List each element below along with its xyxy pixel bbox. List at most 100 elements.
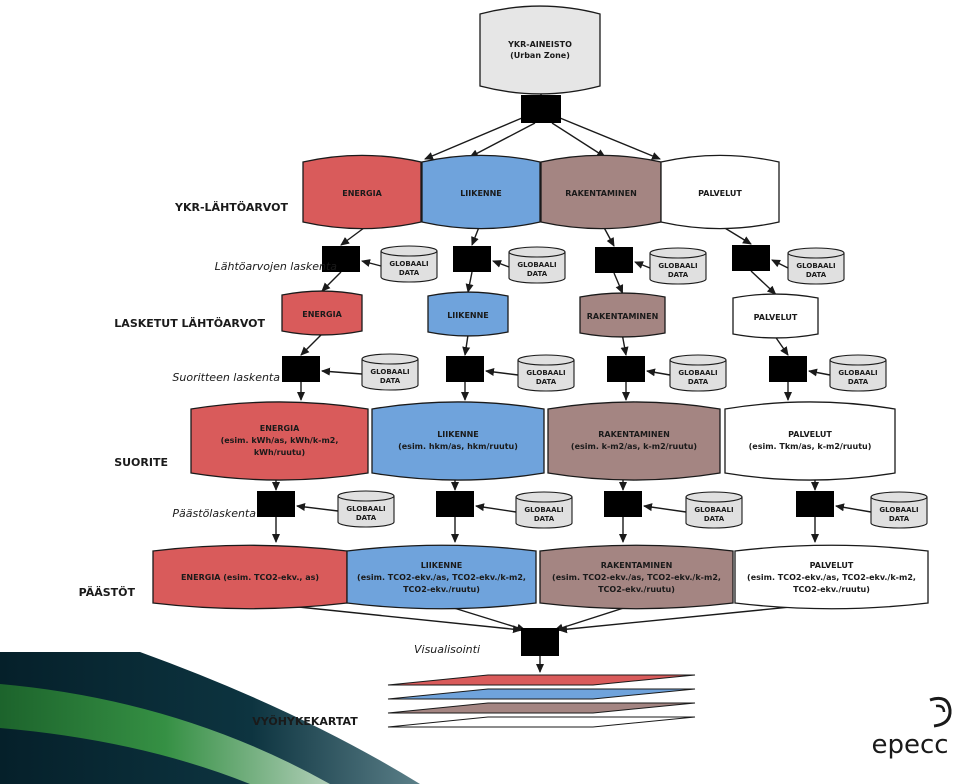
arrow — [296, 502, 339, 512]
global-data-top — [515, 491, 573, 503]
global-data-top — [380, 245, 438, 257]
label-visualisointi: Visualisointi — [414, 643, 480, 656]
zone-map-layer — [387, 702, 696, 714]
process-suorite-rakentaminen — [607, 356, 645, 382]
process-visualisointi — [521, 628, 559, 656]
paastot-line-palvelut: PALVELUT — [810, 561, 854, 570]
arrow — [492, 260, 510, 268]
process-lahto-rakentaminen — [595, 247, 633, 273]
paastot-line-liikenne: TCO2-ekv./ruutu) — [403, 585, 480, 594]
ykr-label-rakentaminen: RAKENTAMINEN — [565, 189, 637, 198]
connector-lines — [259, 86, 872, 673]
process-suorite-palvelut — [769, 356, 807, 382]
laskettu-palvelut — [732, 293, 819, 339]
global-data-line2: DATA — [806, 271, 827, 279]
arrow — [321, 367, 363, 376]
arrow — [808, 368, 831, 377]
suorite-line-rakentaminen: (esim. k-m2/as, k-m2/ruutu) — [571, 442, 697, 451]
arrow — [771, 259, 789, 269]
global-data-top — [669, 354, 727, 366]
suorite-rakentaminen — [547, 401, 721, 481]
ykr-label-energia: ENERGIA — [342, 189, 382, 198]
arrow — [634, 261, 651, 269]
zone-map-layer — [387, 688, 696, 700]
process-suorite-energia — [282, 356, 320, 382]
process-paasto-rakentaminen — [604, 491, 642, 517]
global-data-top — [337, 490, 395, 502]
label-ykr-lahtoarvot: YKR-LÄHTÖARVOT — [174, 200, 288, 214]
global-data-top — [517, 354, 575, 366]
suorite-liikenne — [371, 401, 545, 481]
paastot-line-rakentaminen: (esim. TCO2-ekv./as, TCO2-ekv./k-m2, — [552, 573, 721, 582]
global-data-line1: GLOBAALI — [796, 262, 835, 270]
laskettu-energia — [281, 290, 363, 336]
epecc-logo: epecc — [871, 696, 952, 760]
diagram-nodes: YKR-AINEISTO(Urban Zone)ENERGIAGLOBAALID… — [152, 5, 929, 728]
global-data-top — [508, 246, 566, 258]
global-data-top — [361, 353, 419, 365]
source-title: YKR-AINEISTO — [507, 40, 572, 49]
global-data-line1: GLOBAALI — [678, 369, 717, 377]
process-paasto-energia — [257, 491, 295, 517]
zone-map-layer — [387, 674, 696, 686]
ykr-label-liikenne: LIIKENNE — [460, 189, 502, 198]
process-lahto-energia — [322, 246, 360, 272]
suorite-line-energia: kWh/ruutu) — [254, 448, 305, 457]
suorite-line-energia: (esim. kWh/as, kWh/k-m2, — [221, 436, 339, 445]
logo-text: epecc — [871, 730, 948, 760]
global-data-line1: GLOBAALI — [524, 506, 563, 514]
paastot-line-palvelut: TCO2-ekv./ruutu) — [793, 585, 870, 594]
suorite-line-rakentaminen: RAKENTAMINEN — [598, 430, 670, 439]
label-vyohykekartat: VYÖHYKEKARTAT — [252, 714, 358, 728]
laskettu-label-liikenne: LIIKENNE — [447, 311, 489, 320]
arrow — [469, 122, 536, 158]
global-data-line2: DATA — [688, 378, 709, 386]
process-split — [521, 95, 561, 123]
process-lahto-palvelut — [732, 245, 770, 271]
arrow — [321, 271, 342, 292]
suorite-line-liikenne: LIIKENNE — [437, 430, 479, 439]
global-data-body — [685, 497, 743, 529]
suorite-line-palvelut: PALVELUT — [788, 430, 832, 439]
arrow — [424, 117, 523, 160]
process-paasto-palvelut — [796, 491, 834, 517]
global-data-body — [669, 360, 727, 392]
ykr-liikenne — [421, 154, 541, 230]
global-data-line2: DATA — [848, 378, 869, 386]
global-data-top — [787, 247, 845, 259]
global-data-body — [649, 253, 707, 285]
source-ykr-aineisto — [479, 5, 601, 95]
paastot-line-rakentaminen: RAKENTAMINEN — [601, 561, 673, 570]
paastot-line-palvelut: (esim. TCO2-ekv./as, TCO2-ekv./k-m2, — [747, 573, 916, 582]
arrow — [485, 368, 519, 376]
laskettu-label-palvelut: PALVELUT — [754, 313, 798, 322]
paastot-line-energia: ENERGIA (esim. TCO2-ekv., as) — [181, 573, 319, 582]
arrow — [361, 259, 382, 267]
label-suoritteen-laskenta: Suoritteen laskenta — [172, 371, 280, 384]
suorite-energia — [190, 401, 369, 481]
global-data-line1: GLOBAALI — [658, 262, 697, 270]
arrow — [643, 503, 687, 513]
laskettu-label-energia: ENERGIA — [302, 310, 342, 319]
arrow — [835, 503, 872, 513]
label-lasketut-lahtoarvot: LASKETUT LÄHTÖARVOT — [114, 316, 265, 330]
global-data-body — [380, 251, 438, 283]
label-paastot: PÄÄSTÖT — [79, 585, 136, 599]
global-data-line2: DATA — [380, 377, 401, 385]
arrow — [774, 336, 789, 356]
label-suorite: SUORITE — [114, 456, 168, 469]
global-data-line2: DATA — [536, 378, 557, 386]
process-lahto-liikenne — [453, 246, 491, 272]
arrow — [300, 333, 323, 356]
paastot-line-liikenne: (esim. TCO2-ekv./as, TCO2-ekv./k-m2, — [357, 573, 526, 582]
zone-map-layer — [387, 716, 696, 728]
global-data-line1: GLOBAALI — [694, 506, 733, 514]
global-data-line2: DATA — [399, 269, 420, 277]
suorite-palvelut — [724, 401, 896, 481]
